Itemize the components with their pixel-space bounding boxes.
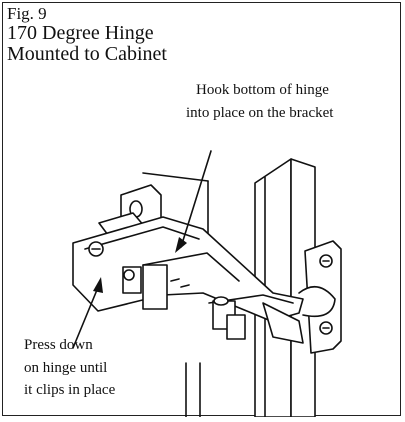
- figure-frame: Fig. 9 170 Degree Hinge Mounted to Cabin…: [2, 2, 401, 417]
- figure-title-line-1: 170 Degree Hinge: [7, 22, 154, 44]
- door-mounting-plate: [298, 240, 342, 354]
- figure-title-line-2: Mounted to Cabinet: [7, 43, 167, 65]
- press-callout-line-3: it clips in place: [24, 382, 116, 398]
- press-callout-line-1: Press down: [24, 337, 93, 353]
- figure-label: Fig. 9: [7, 4, 47, 23]
- figure-title-block: Fig. 9 170 Degree Hinge Mounted to Cabin…: [7, 5, 167, 64]
- press-callout-line-2: on hinge until: [24, 359, 108, 376]
- cabinet-side: [142, 172, 209, 417]
- hook-callout-line-1: Hook bottom of hinge: [196, 82, 329, 98]
- hook-callout: Hook bottom of hinge into place on the b…: [186, 79, 333, 124]
- hinge-arm: [72, 216, 304, 344]
- hinge-illustration: [72, 150, 342, 417]
- press-callout: Press down on hinge until it clips in pl…: [24, 334, 115, 402]
- callout-arrows: [72, 150, 212, 349]
- hook-callout-line-2: into place on the bracket: [186, 104, 334, 121]
